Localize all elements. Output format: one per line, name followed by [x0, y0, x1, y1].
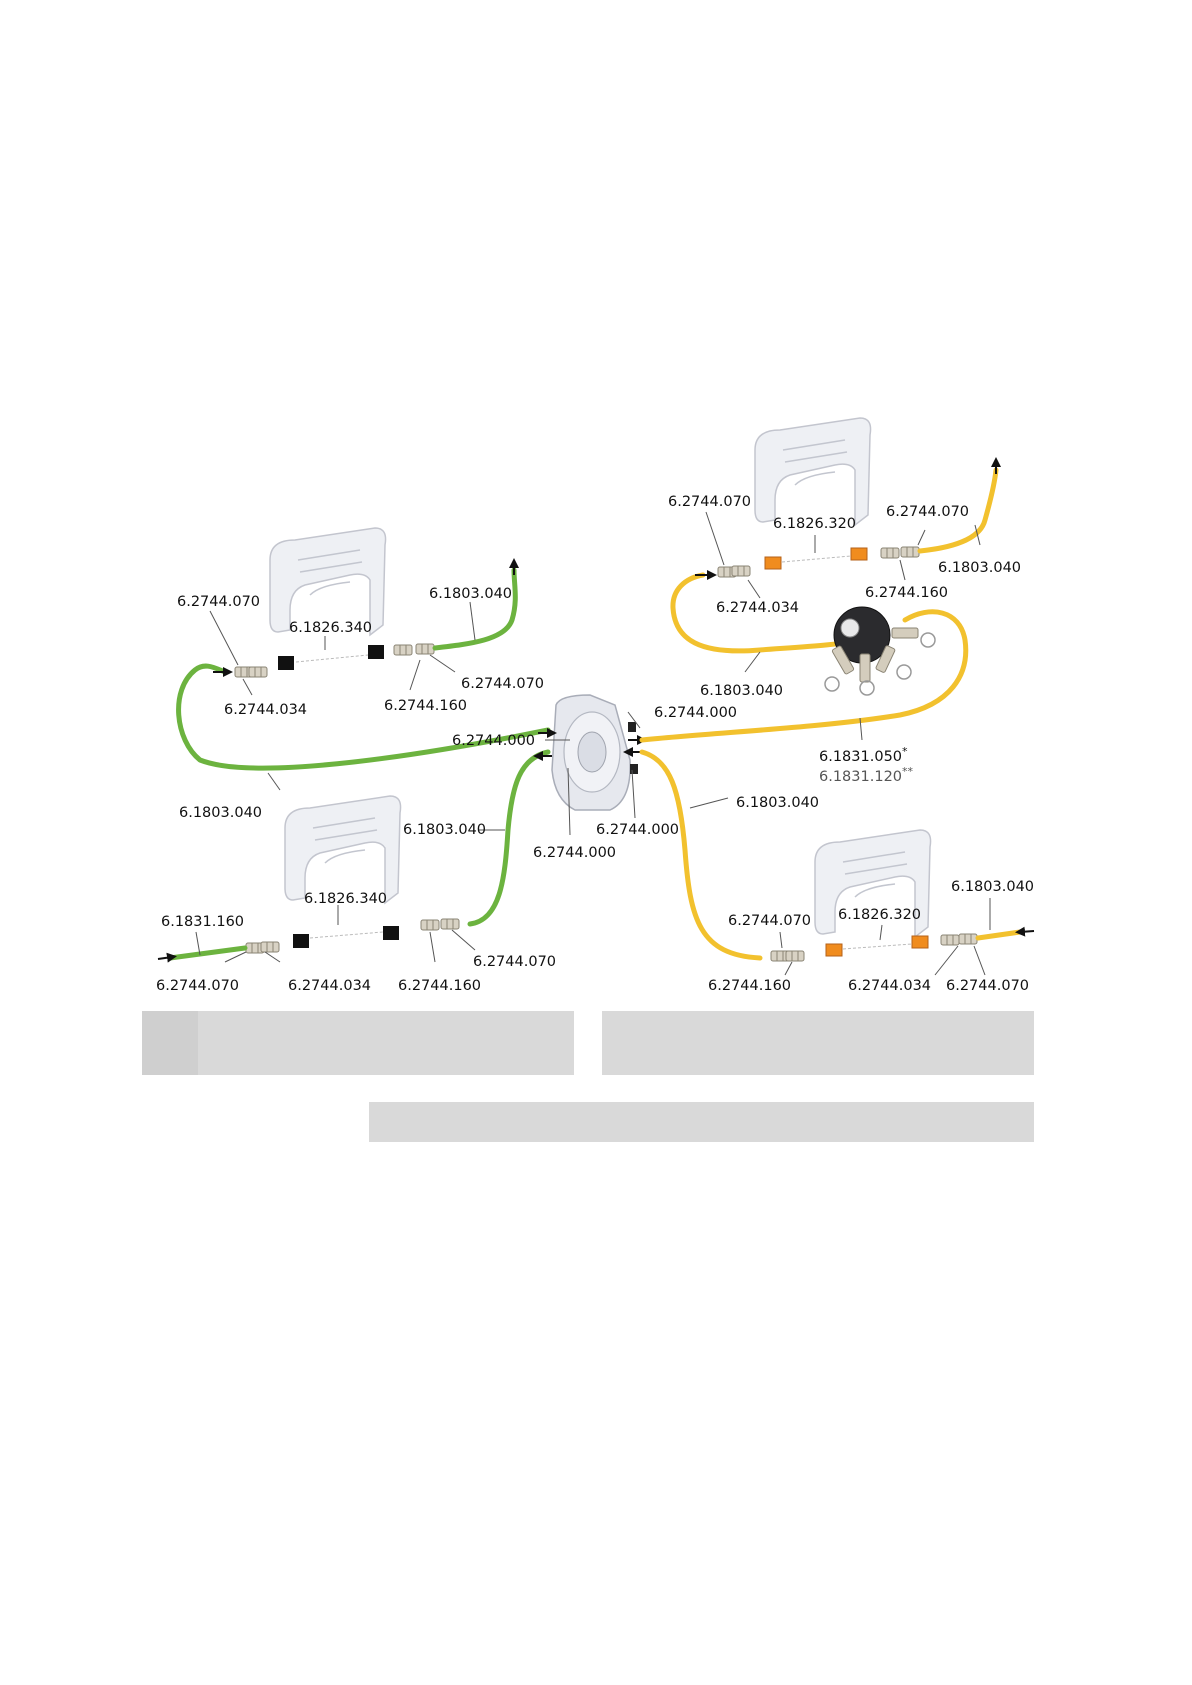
tube-stop-right-2	[850, 547, 868, 561]
green-tube-left-loop	[176, 663, 551, 771]
yellow-tube-right-bottom	[639, 749, 763, 961]
manifold-port-1	[628, 722, 636, 732]
callout-left-bottom-070a: 6.2744.070	[156, 978, 239, 994]
green-tube-left-bottom-in	[467, 749, 551, 927]
connector-right-top-2	[731, 565, 751, 577]
callout-right-bottom-034: 6.2744.034	[848, 978, 931, 994]
callout-right-top-1826: 6.1826.320	[773, 516, 856, 532]
callout-right-top-1803: 6.1803.040	[938, 560, 1021, 576]
callout-right-top-160: 6.2744.160	[865, 585, 948, 601]
callout-labels: 6.2744.070 6.1826.340 6.1803.040 6.2744.…	[156, 494, 1034, 994]
connector-right-top-3	[880, 547, 900, 559]
callout-right-top-070b: 6.2744.070	[886, 504, 969, 520]
legend-left-key-cell	[142, 1011, 198, 1075]
connector-left-bottom-5	[440, 918, 460, 930]
callout-left-top-070b: 6.2744.070	[461, 676, 544, 692]
pump-tube-left-bottom	[309, 931, 384, 939]
callout-left-top-034: 6.2744.034	[224, 702, 307, 718]
yellow-tube-right-top-loop	[670, 572, 863, 654]
manifold-port-2	[630, 764, 638, 774]
center-manifold	[533, 694, 647, 811]
pump-tube-right-bottom	[842, 943, 913, 950]
callout-left-bottom-1826: 6.1826.340	[304, 891, 387, 907]
left-bottom-assembly	[157, 749, 551, 963]
pump-tube-left-top	[295, 654, 369, 663]
tube-stop-right-4	[911, 935, 929, 949]
connector-left-top-2	[248, 666, 268, 678]
callout-right-bottom-160: 6.2744.160	[708, 978, 791, 994]
callout-right-bottom-070b: 6.2744.070	[946, 978, 1029, 994]
connector-right-bottom-3	[940, 934, 960, 946]
connector-left-bottom-2	[260, 941, 280, 953]
flow-arrow-left-bottom	[157, 952, 177, 963]
yellow-tube-right-top-out	[917, 467, 999, 554]
tube-stop-left-3	[383, 926, 399, 940]
callout-center-000-top: 6.2744.000	[654, 705, 737, 721]
green-tube-left-top-out	[432, 567, 518, 651]
flow-arrow-right-bottom	[1015, 926, 1035, 937]
callout-left-bottom-160: 6.2744.160	[398, 978, 481, 994]
callout-right-bottom-1826: 6.1826.320	[838, 907, 921, 923]
tube-stop-left-4	[293, 934, 309, 948]
callout-right-top-034: 6.2744.034	[716, 600, 799, 616]
callout-right-bottom-070a: 6.2744.070	[728, 913, 811, 929]
tube-stop-right-1	[764, 556, 782, 570]
connector-right-top-4	[900, 546, 920, 558]
right-top-assembly	[670, 417, 1001, 654]
connector-left-bottom-4	[420, 919, 440, 931]
callout-center-000-right-bottom: 6.2744.000	[596, 822, 679, 838]
yellow-tube-right-bottom-in	[975, 929, 1023, 941]
green-tube-left-bottom-in-line	[167, 945, 248, 961]
connector-left-top-3	[393, 644, 413, 656]
legend-bottom-box	[369, 1102, 1034, 1142]
connector-left-top-4	[415, 643, 435, 655]
leader-lines	[195, 511, 991, 976]
callout-left-top-1803: 6.1803.040	[429, 586, 512, 602]
yellow-tube-right-long	[639, 609, 969, 743]
right-bottom-assembly	[639, 749, 1035, 962]
pump-clamp-left-top	[269, 527, 387, 636]
tube-stop-left-2	[368, 645, 384, 659]
callout-left-bottom-034: 6.2744.034	[288, 978, 371, 994]
callout-right-mid-1803b: 6.1803.040	[736, 795, 819, 811]
callout-right-top-070a: 6.2744.070	[668, 494, 751, 510]
connector-right-bottom-4	[958, 933, 978, 945]
callout-right-mid-1803: 6.1803.040	[700, 683, 783, 699]
callout-left-top-1826: 6.1826.340	[289, 620, 372, 636]
callout-center-000-bottom: 6.2744.000	[533, 845, 616, 861]
connector-right-bottom-2	[785, 950, 805, 962]
callout-left-bottom-070b: 6.2744.070	[473, 954, 556, 970]
pump-tube-right-top	[781, 555, 852, 563]
pump-clamp-right-top	[754, 417, 872, 526]
legend-right-box	[602, 1011, 1034, 1075]
tube-stop-right-3	[825, 943, 843, 957]
callout-left-bottom-1803: 6.1803.040	[403, 822, 486, 838]
callout-right-1831-050: 6.1831.050*	[819, 745, 908, 765]
callout-center-000-left: 6.2744.000	[452, 733, 535, 749]
tube-stop-left-1	[278, 656, 294, 670]
left-top-assembly	[176, 527, 551, 771]
callout-left-top-070: 6.2744.070	[177, 594, 260, 610]
callout-right-1831-120: 6.1831.120**	[819, 765, 914, 785]
pump-clamp-left-bottom	[284, 795, 402, 904]
sample-rotor	[824, 606, 936, 696]
callout-left-top-160: 6.2744.160	[384, 698, 467, 714]
callout-left-mid-1803: 6.1803.040	[179, 805, 262, 821]
callout-right-bottom-1803: 6.1803.040	[951, 879, 1034, 895]
callout-left-bottom-1831: 6.1831.160	[161, 914, 244, 930]
legend-left-box	[142, 1011, 574, 1075]
